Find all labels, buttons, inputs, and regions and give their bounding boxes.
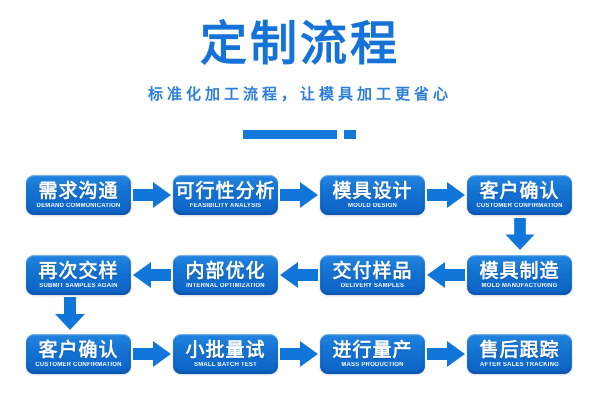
step-demand-communication: 需求沟通 DEMAND COMMUNICATION xyxy=(26,175,131,215)
step-subtitle: FEASIBILITY ANALYSIS xyxy=(189,202,262,209)
arrow-right-icon xyxy=(278,182,320,208)
step-delivery-samples: 交付样品 DELIVERY SAMPLES xyxy=(320,255,425,295)
page-title: 定制流程 xyxy=(200,17,400,70)
step-customer-confirmation-1: 客户确认 CUSTOMER CONFIRMATION xyxy=(467,175,572,215)
step-title: 客户确认 xyxy=(38,339,119,361)
step-title: 小批量试 xyxy=(185,339,266,361)
arrow-right-icon xyxy=(425,341,467,367)
step-title: 进行量产 xyxy=(332,339,413,361)
step-customer-confirmation-2: 客户确认 CUSTOMER CONFIRMATION xyxy=(26,334,131,374)
step-subtitle: DEMAND COMMUNICATION xyxy=(36,202,121,209)
step-title: 模具设计 xyxy=(332,180,413,202)
arrow-right-icon xyxy=(131,341,173,367)
step-after-sales-tracking: 售后跟踪 AFTER SALES TRACKING xyxy=(467,334,572,374)
step-title: 交付样品 xyxy=(332,260,413,282)
title-underline-dot xyxy=(344,130,356,139)
flow-row-1: 需求沟通 DEMAND COMMUNICATION 可行性分析 FEASIBIL… xyxy=(26,175,574,215)
step-title: 再次交样 xyxy=(38,260,119,282)
arrow-right-icon xyxy=(131,182,173,208)
step-feasibility-analysis: 可行性分析 FEASIBILITY ANALYSIS xyxy=(173,175,278,215)
step-title: 售后跟踪 xyxy=(479,339,560,361)
page-subtitle: 标准化加工流程，让模具加工更省心 xyxy=(147,86,452,103)
step-title: 内部优化 xyxy=(185,260,266,282)
flow-row-3: 客户确认 CUSTOMER CONFIRMATION 小批量试 SMALL BA… xyxy=(26,334,574,374)
step-subtitle: MASS PRODUCTION xyxy=(341,361,404,368)
arrow-right-icon xyxy=(278,341,320,367)
step-subtitle: INTERNAL OPTIMIZATION xyxy=(186,282,265,289)
step-mold-manufacturing: 模具制造 MOLD MANUFACTURING xyxy=(467,255,572,295)
step-subtitle: MOULD DESIGN xyxy=(347,202,398,209)
step-title: 可行性分析 xyxy=(175,180,276,202)
step-title: 客户确认 xyxy=(479,180,560,202)
arrow-down-icon xyxy=(505,218,535,255)
flow-row-2: 再次交样 SUBMIT SAMPLES AGAIN 内部优化 INTERNAL … xyxy=(26,255,574,295)
arrow-left-icon xyxy=(131,262,173,288)
step-small-batch-test: 小批量试 SMALL BATCH TEST xyxy=(173,334,278,374)
step-internal-optimization: 内部优化 INTERNAL OPTIMIZATION xyxy=(173,255,278,295)
step-subtitle: CUSTOMER CONFIRMATION xyxy=(35,361,122,368)
step-subtitle: SMALL BATCH TEST xyxy=(194,361,257,368)
title-underline-bar xyxy=(243,130,337,139)
step-title: 模具制造 xyxy=(479,260,560,282)
step-subtitle: DELIVERY SAMPLES xyxy=(340,282,405,289)
arrow-left-icon xyxy=(278,262,320,288)
step-mass-production: 进行量产 MASS PRODUCTION xyxy=(320,334,425,374)
step-subtitle: MOLD MANUFACTURING xyxy=(481,282,558,289)
arrow-right-icon xyxy=(425,182,467,208)
arrow-down-icon xyxy=(55,297,85,335)
step-subtitle: CUSTOMER CONFIRMATION xyxy=(476,202,563,209)
step-submit-samples-again: 再次交样 SUBMIT SAMPLES AGAIN xyxy=(26,255,131,295)
step-mould-design: 模具设计 MOULD DESIGN xyxy=(320,175,425,215)
step-subtitle: AFTER SALES TRACKING xyxy=(480,361,559,368)
step-title: 需求沟通 xyxy=(38,180,119,202)
arrow-left-icon xyxy=(425,262,467,288)
step-subtitle: SUBMIT SAMPLES AGAIN xyxy=(39,282,118,289)
